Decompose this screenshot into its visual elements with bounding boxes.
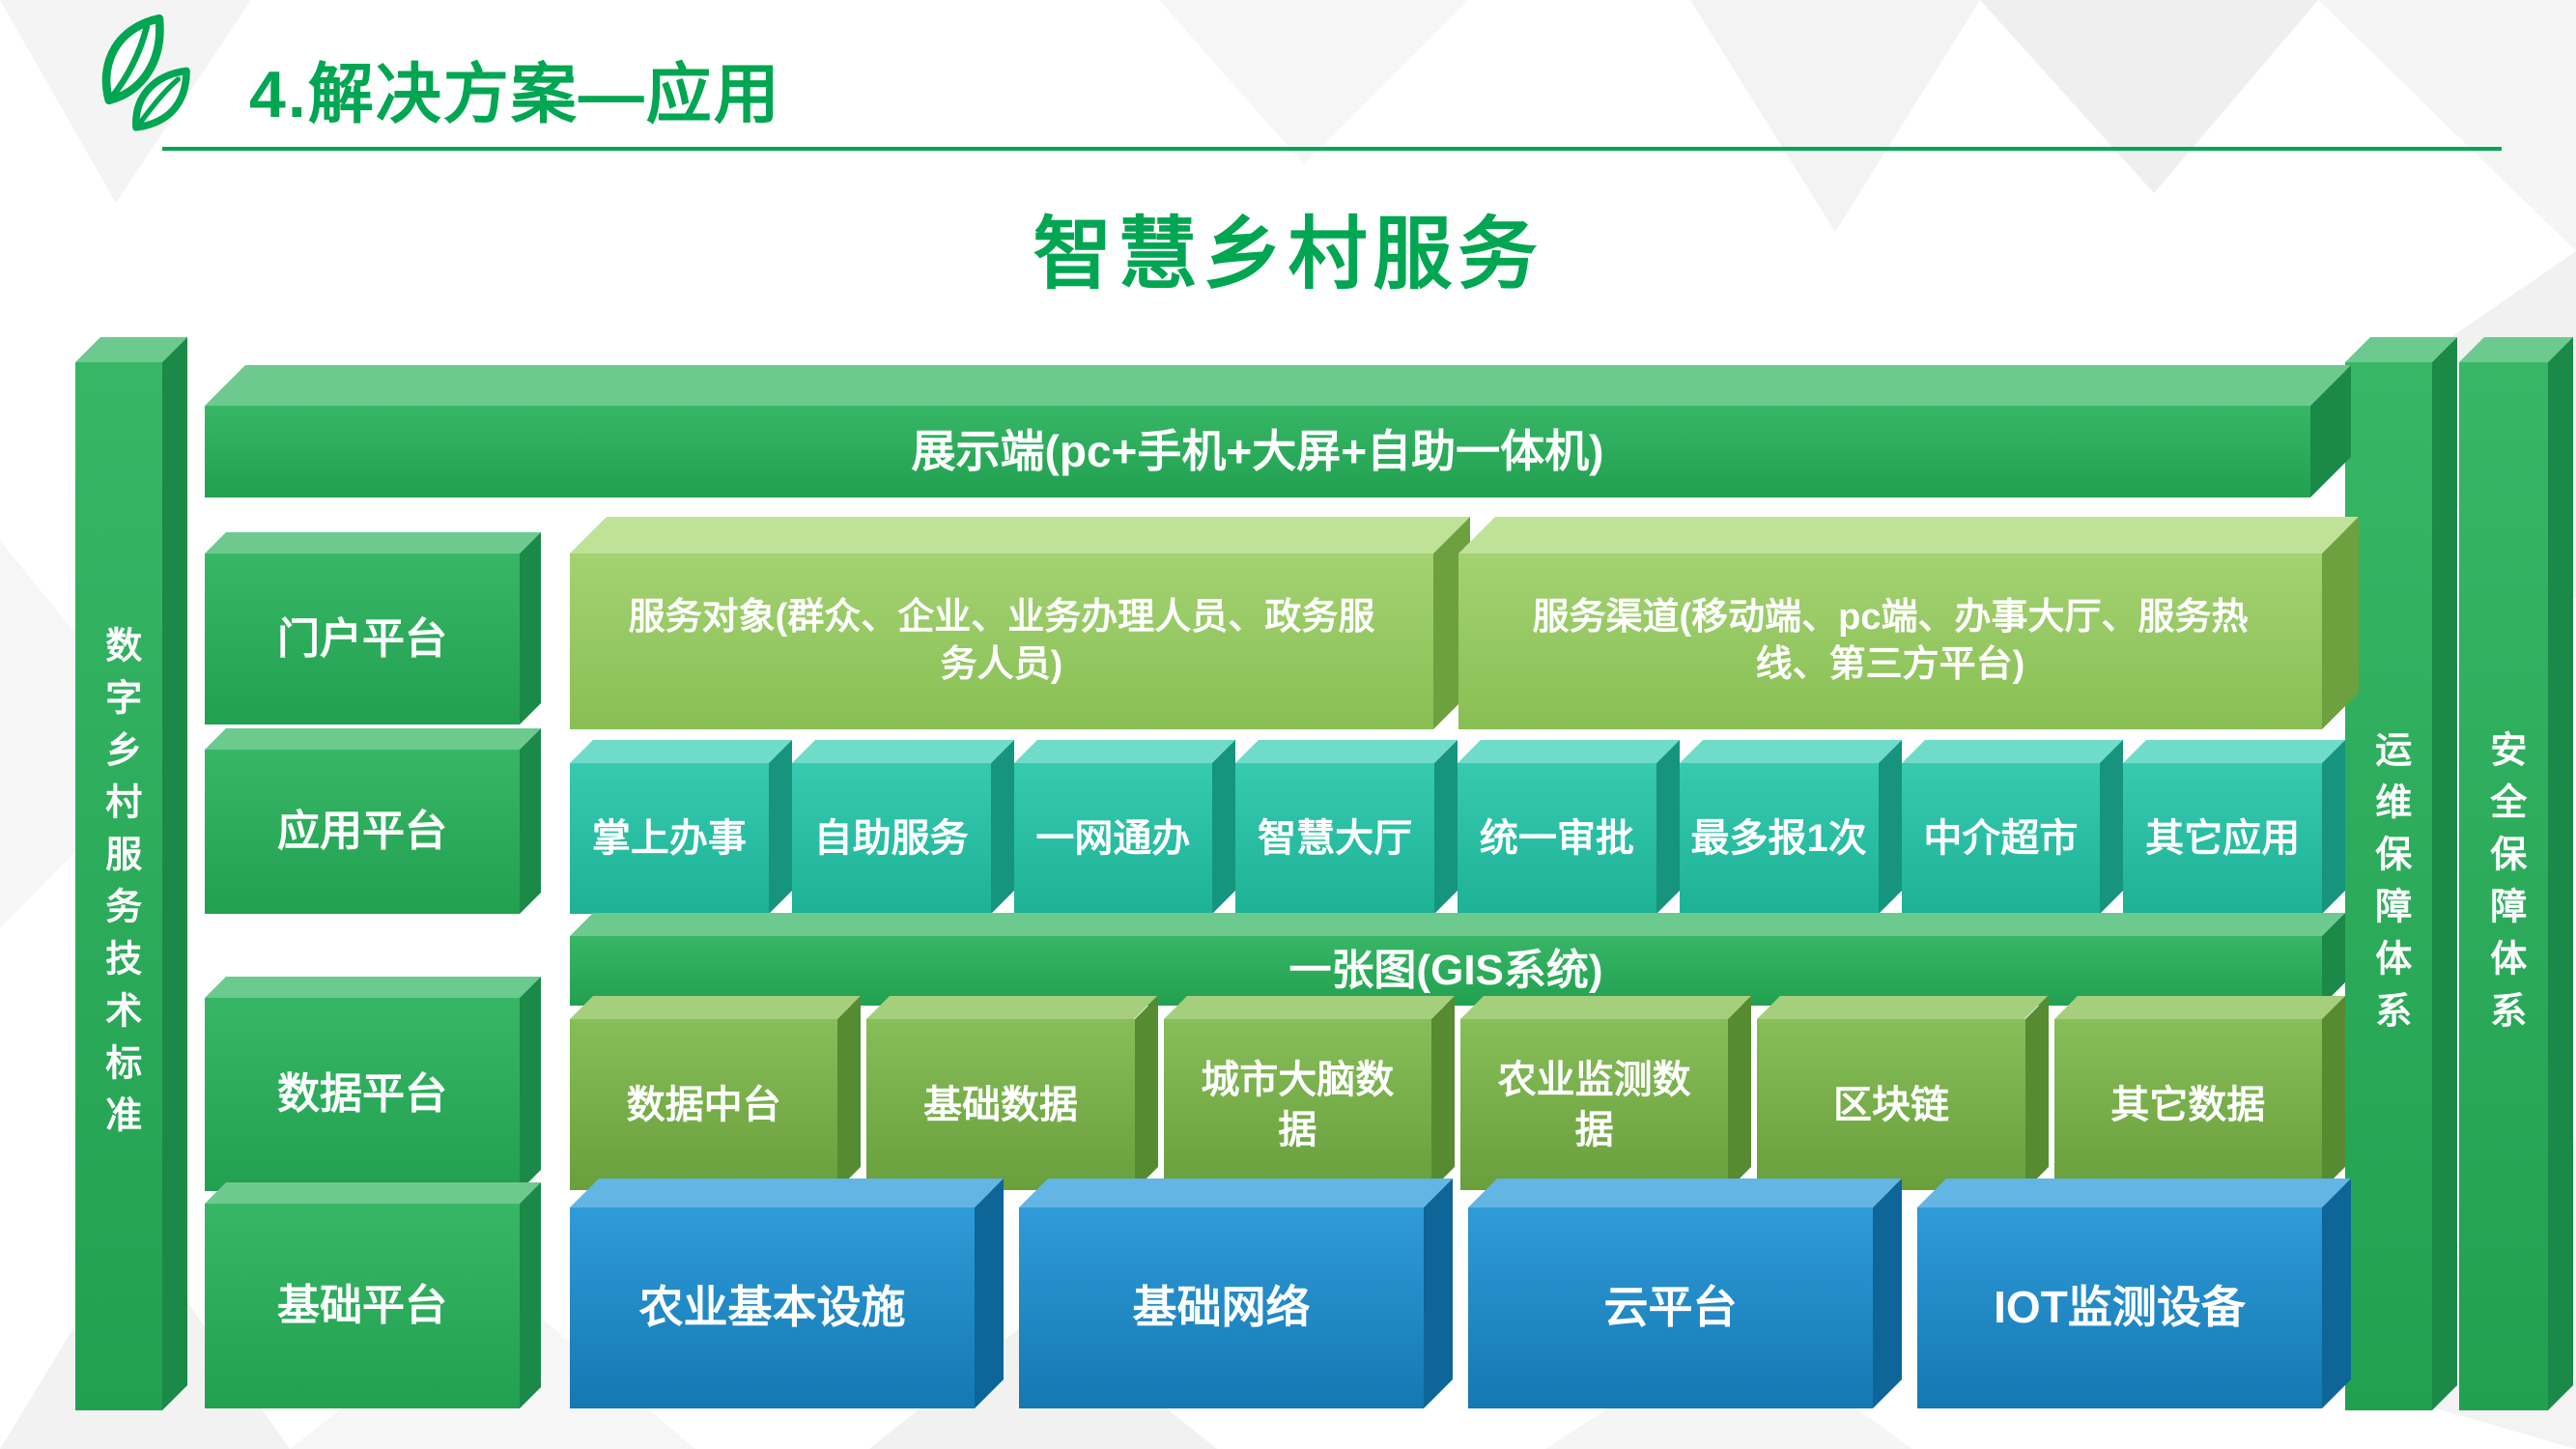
gis-map-bar: 一张图(GIS系统) [570,936,2322,1006]
base-platform-label: 基础平台 [205,1204,520,1408]
app-box-self-service: 自助服务 [791,763,991,914]
app-box-report-once: 最多报1次 [1679,763,1879,914]
security-guarantee-bar: 安全保障体系 [2459,362,2548,1410]
app-box-smart-hall: 智慧大厅 [1235,763,1434,914]
base-box-iot-devices: IOT监测设备 [1917,1208,2322,1408]
display-terminal-banner: 展示端(pc+手机+大屏+自助一体机) [205,406,2310,497]
app-box-other-apps: 其它应用 [2123,763,2322,914]
page-title: 4.解决方案—应用 [249,58,781,131]
ops-guarantee-bar: 运维保障体系 [2345,362,2432,1410]
data-box-basic-data: 基础数据 [866,1019,1135,1190]
data-box-other-data: 其它数据 [2053,1019,2322,1190]
data-box-middle-platform: 数据中台 [570,1019,838,1190]
base-row: 农业基本设施 基础网络 云平台 IOT监测设备 [570,1208,2322,1408]
base-box-agri-infrastructure: 农业基本设施 [570,1208,975,1408]
data-row: 数据中台 基础数据 城市大脑数据 农业监测数据 区块链 其它数据 [570,1019,2322,1190]
data-box-agri-monitoring: 农业监测数据 [1459,1019,1729,1190]
base-box-cloud-platform: 云平台 [1468,1208,1873,1408]
base-box-basic-network: 基础网络 [1019,1208,1424,1408]
diagram-title: 智慧乡村服务 [1033,211,1543,298]
app-box-agency-market: 中介超市 [1901,763,2101,914]
data-box-city-brain: 城市大脑数据 [1163,1019,1431,1190]
title-underline [162,147,2502,151]
application-row: 掌上办事 自助服务 一网通办 智慧大厅 统一审批 最多报1次 中介超市 其它应用 [570,763,2322,914]
app-box-one-network: 一网通办 [1013,763,1213,914]
standards-sidebar: 数字乡村服务技术标准 [75,362,162,1410]
leaf-logo-icon [101,14,190,131]
data-box-blockchain: 区块链 [1757,1019,2025,1190]
portal-platform-label: 门户平台 [205,554,520,724]
application-platform-label: 应用平台 [205,750,520,914]
standards-sidebar-label: 数字乡村服务技术标准 [99,625,140,1148]
portal-row: 服务对象(群众、企业、业务办理人员、政务服务人员) 服务渠道(移动端、pc端、办… [570,554,2322,729]
security-guarantee-label: 安全保障体系 [2483,729,2525,1043]
service-channel-box: 服务渠道(移动端、pc端、办事大厅、服务热线、第三方平台) [1458,554,2322,729]
data-platform-label: 数据平台 [205,998,520,1191]
service-target-box: 服务对象(群众、企业、业务办理人员、政务服务人员) [570,554,1433,729]
ops-guarantee-label: 运维保障体系 [2368,729,2410,1043]
app-box-unified-approval: 统一审批 [1458,763,1656,914]
app-box-mobile-services: 掌上办事 [570,763,769,914]
